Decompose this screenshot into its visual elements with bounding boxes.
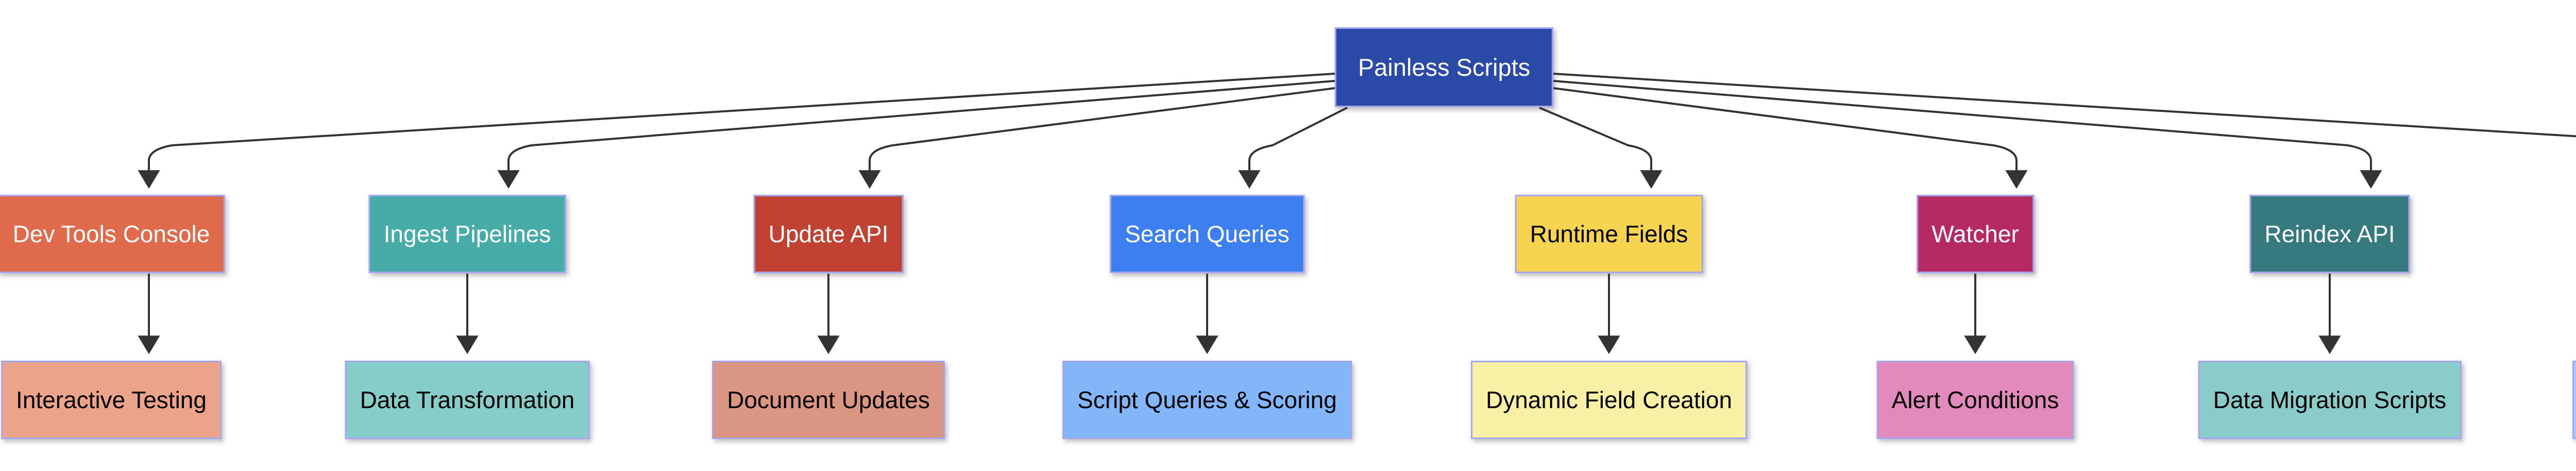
node-runtime-fields: Runtime Fields: [1515, 195, 1703, 273]
edge-root-to-runtime-fields: [1539, 107, 1663, 189]
node-data-transformation: Data Transformation: [345, 361, 590, 439]
node-alert-conditions: Alert Conditions: [1876, 361, 2074, 439]
node-interactive-testing: Interactive Testing: [1, 361, 222, 439]
node-custom-calculations: Custom Calculations: [2572, 361, 2576, 439]
edge-root-to-ingest-pipelines: [497, 80, 1335, 189]
node-dev-tools-console: Dev Tools Console: [0, 195, 225, 273]
edge-root-to-search-queries: [1238, 107, 1348, 189]
node-reindex-api: Reindex API: [2249, 195, 2410, 273]
node-painless-scripts: Painless Scripts: [1334, 27, 1554, 107]
node-data-migration-scripts: Data Migration Scripts: [2198, 361, 2462, 439]
edge-root-to-dev-tools-console: [138, 73, 1335, 189]
node-watcher: Watcher: [1917, 195, 2034, 273]
node-ingest-pipelines: Ingest Pipelines: [368, 195, 566, 273]
node-update-api: Update API: [753, 195, 904, 273]
edge-root-to-watcher: [1553, 87, 2028, 189]
node-script-queries-scoring: Script Queries & Scoring: [1062, 361, 1352, 439]
edge-root-to-update-api: [858, 87, 1335, 189]
node-document-updates: Document Updates: [712, 361, 945, 439]
edge-root-to-reindex-api: [1553, 80, 2382, 189]
node-dynamic-field-creation: Dynamic Field Creation: [1470, 361, 1748, 439]
node-search-queries: Search Queries: [1110, 195, 1304, 273]
